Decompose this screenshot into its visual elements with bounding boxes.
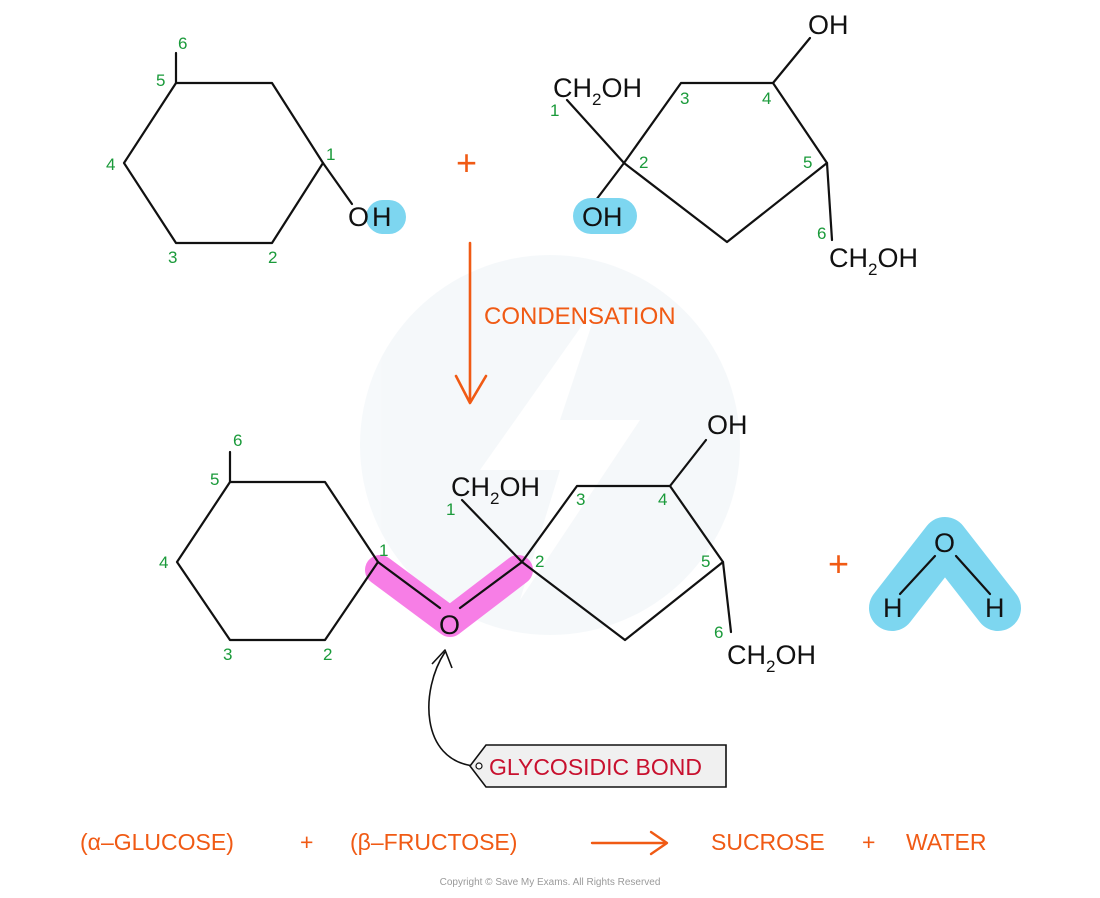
- condensation-label: CONDENSATION: [484, 303, 676, 330]
- carbon-number: 2: [323, 645, 332, 664]
- glycosidic-bond-label: GLYCOSIDIC BOND: [489, 754, 702, 780]
- water-highlight: [869, 517, 1021, 631]
- carbon-number: 5: [156, 71, 165, 90]
- watermark-logo: [360, 255, 740, 635]
- equation-plus: +: [300, 829, 313, 855]
- product-fructose-ring: [460, 438, 733, 642]
- carbon-number: 4: [762, 89, 771, 108]
- carbon-number: 5: [210, 470, 219, 489]
- glycosidic-bond-tag: GLYCOSIDIC BOND: [468, 744, 727, 788]
- hydroxyl-h: H: [372, 202, 392, 232]
- word-equation: (α–GLUCOSE) + (β–FRUCTOSE) SUCROSE + WAT…: [80, 829, 987, 856]
- carbon-number: 2: [639, 153, 648, 172]
- carbon-number: 4: [658, 490, 667, 509]
- carbon-number: 6: [178, 34, 187, 53]
- ch2oh-label: CH2OH: [829, 243, 918, 279]
- carbon-number: 2: [535, 552, 544, 571]
- product-fructose-numbers: 1 2 3 4 5 6: [446, 490, 723, 642]
- plus-sign: +: [456, 142, 477, 183]
- carbon-number: 3: [223, 645, 232, 664]
- hydroxyl-highlight: [366, 200, 406, 234]
- carbon-number: 2: [268, 248, 277, 267]
- glycosidic-bond-lines: [376, 560, 524, 610]
- ch2oh-label: CH2OH: [451, 472, 540, 508]
- oh-label: OH: [808, 10, 849, 40]
- product-ch2oh-bottom: CH2OH: [727, 640, 816, 676]
- carbon-number: 6: [817, 224, 826, 243]
- water-molecule: O H H: [869, 517, 1021, 631]
- condensation-arrow: [454, 241, 488, 405]
- carbon-number: 3: [576, 490, 585, 509]
- hydroxyl-o: O: [348, 202, 369, 232]
- equation-arrow: [590, 830, 669, 856]
- oh-label: OH: [707, 410, 748, 440]
- equation-sucrose: SUCROSE: [711, 829, 825, 855]
- glycosidic-pointer-arrow: [428, 649, 475, 767]
- carbon-number: 5: [701, 552, 710, 571]
- ch2oh-label: CH2OH: [553, 73, 642, 109]
- carbon-number: 1: [550, 101, 559, 120]
- fructose-ring: [565, 36, 834, 244]
- equation-water: WATER: [906, 829, 987, 855]
- fructose-ch2oh-bottom: CH2OH: [829, 243, 918, 279]
- equation-fructose: (β–FRUCTOSE): [350, 829, 517, 855]
- bridge-oxygen: O: [439, 610, 460, 640]
- ch2oh-label: CH2OH: [727, 640, 816, 676]
- carbon-number: 1: [379, 541, 388, 560]
- carbon-number: 4: [159, 553, 168, 572]
- product-glucose-numbers: 1 2 3 4 5 6: [159, 431, 388, 664]
- water-hydrogen: H: [985, 593, 1005, 623]
- glycosidic-highlight: [365, 555, 533, 637]
- water-oxygen: O: [934, 528, 955, 558]
- carbon-number: 3: [680, 89, 689, 108]
- carbon-number: 3: [168, 248, 177, 267]
- hydroxyl-label: OH: [582, 202, 623, 232]
- water-hydrogen: H: [883, 593, 903, 623]
- fructose-carbon-numbers: 1 2 3 4 5 6: [550, 89, 826, 243]
- glucose-ring: [122, 51, 354, 245]
- plus-sign: +: [828, 543, 849, 584]
- carbon-number: 6: [714, 623, 723, 642]
- carbon-number: 5: [803, 153, 812, 172]
- equation-plus: +: [862, 829, 875, 855]
- copyright-text: Copyright © Save My Exams. All Rights Re…: [440, 877, 661, 888]
- equation-glucose: (α–GLUCOSE): [80, 829, 234, 855]
- hydroxyl-highlight: [573, 198, 637, 234]
- product-glucose-ring: [175, 450, 380, 642]
- fructose-ch2oh-top: CH2OH: [553, 73, 642, 109]
- glucose-hydroxyl: O H: [348, 200, 406, 234]
- glucose-carbon-numbers: 1 2 3 4 5 6: [106, 34, 335, 267]
- carbon-number: 1: [446, 500, 455, 519]
- carbon-number: 1: [326, 145, 335, 164]
- product-ch2oh-top: CH2OH: [451, 472, 540, 508]
- carbon-number: 4: [106, 155, 115, 174]
- carbon-number: 6: [233, 431, 242, 450]
